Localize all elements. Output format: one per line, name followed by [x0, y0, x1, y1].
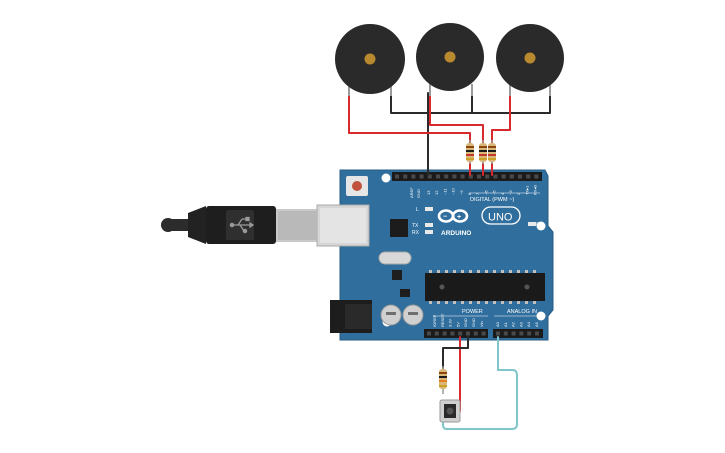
pushbutton[interactable]	[439, 399, 461, 423]
power-pin-label: GND	[471, 318, 476, 327]
uno-label: UNO	[488, 212, 513, 224]
analog-pin-label: A2	[511, 321, 516, 327]
digital-pin-label: 8	[467, 192, 472, 195]
power-pin-label: IOREF	[432, 314, 437, 327]
on-led-label: ON	[536, 222, 544, 228]
power-pin-label: GND	[463, 318, 468, 327]
wire-red-buzzer-3	[491, 92, 511, 146]
digital-pin-label: ~6	[483, 190, 488, 195]
usb-icon	[229, 216, 255, 234]
piezo-buzzer-3	[496, 24, 564, 96]
wire-black-gnd	[442, 336, 469, 369]
wire-black-buzzers	[390, 92, 551, 176]
digital-header-label: DIGITAL (PWM ~)	[470, 197, 514, 203]
resistor-button	[439, 366, 447, 394]
analog-header	[493, 329, 543, 338]
analog-pin-label: A0	[495, 321, 500, 327]
digital-header	[392, 172, 542, 181]
arduino-logo-text: ARDUINO	[441, 230, 471, 237]
digital-pin-label: RX◂0	[533, 184, 538, 195]
digital-pin-label: 2	[516, 192, 521, 195]
aref-pin-label: AREF	[409, 187, 414, 198]
resistor-buzzer-2	[479, 140, 487, 164]
power-header-label: POWER	[462, 309, 483, 315]
digital-pin-label: TX▸1	[524, 185, 529, 195]
digital-pin-label: ~9	[459, 190, 464, 195]
power-pin-label: Vin	[479, 321, 484, 327]
arduino-uno-board: L TX RX ON − + ARDUINO UNO DIGITAL (PWM …	[316, 169, 554, 341]
rx-led-label: RX	[412, 230, 420, 236]
power-pin-label: 5V	[455, 322, 460, 327]
digital-pin-label: ~10	[451, 187, 456, 195]
digital-pin-label: ~3	[508, 190, 513, 195]
wire-red-buzzer-1	[348, 92, 471, 146]
digital-pin-label: 13	[426, 190, 431, 195]
digital-pin-label: 4	[500, 192, 505, 195]
l-led-label: L	[416, 207, 419, 213]
analog-pin-label: A1	[503, 321, 508, 327]
arduino-infinity-icon	[437, 209, 469, 223]
resistor-buzzer-1	[466, 140, 474, 164]
digital-pin-label: 12	[434, 190, 439, 195]
gnd-pin-label: GND	[416, 189, 421, 198]
svg-text:+: +	[457, 214, 461, 221]
svg-text:−: −	[443, 214, 447, 221]
uno-badge	[481, 206, 521, 225]
digital-pin-label: ~5	[492, 190, 497, 195]
analog-pin-label: A3	[518, 321, 523, 327]
piezo-buzzer-1	[335, 24, 405, 96]
usb-cable	[161, 206, 318, 244]
power-header	[424, 329, 488, 338]
analog-header-label: ANALOG IN	[507, 309, 537, 315]
power-pin-label: 3.3V	[448, 318, 453, 327]
digital-pin-label: 7	[475, 192, 480, 195]
wire-cyan-a0	[442, 336, 518, 430]
wire-red-buzzer-2	[429, 92, 484, 146]
digital-pin-label: ~11	[442, 188, 447, 195]
resistor-buzzer-3	[488, 140, 496, 164]
analog-pin-label: A5	[534, 321, 539, 327]
wires	[348, 92, 551, 430]
analog-pin-label: A4	[526, 321, 531, 327]
tx-led-label: TX	[412, 223, 419, 229]
power-pin-label: RESET	[440, 313, 445, 327]
piezo-buzzer-2	[416, 23, 484, 96]
